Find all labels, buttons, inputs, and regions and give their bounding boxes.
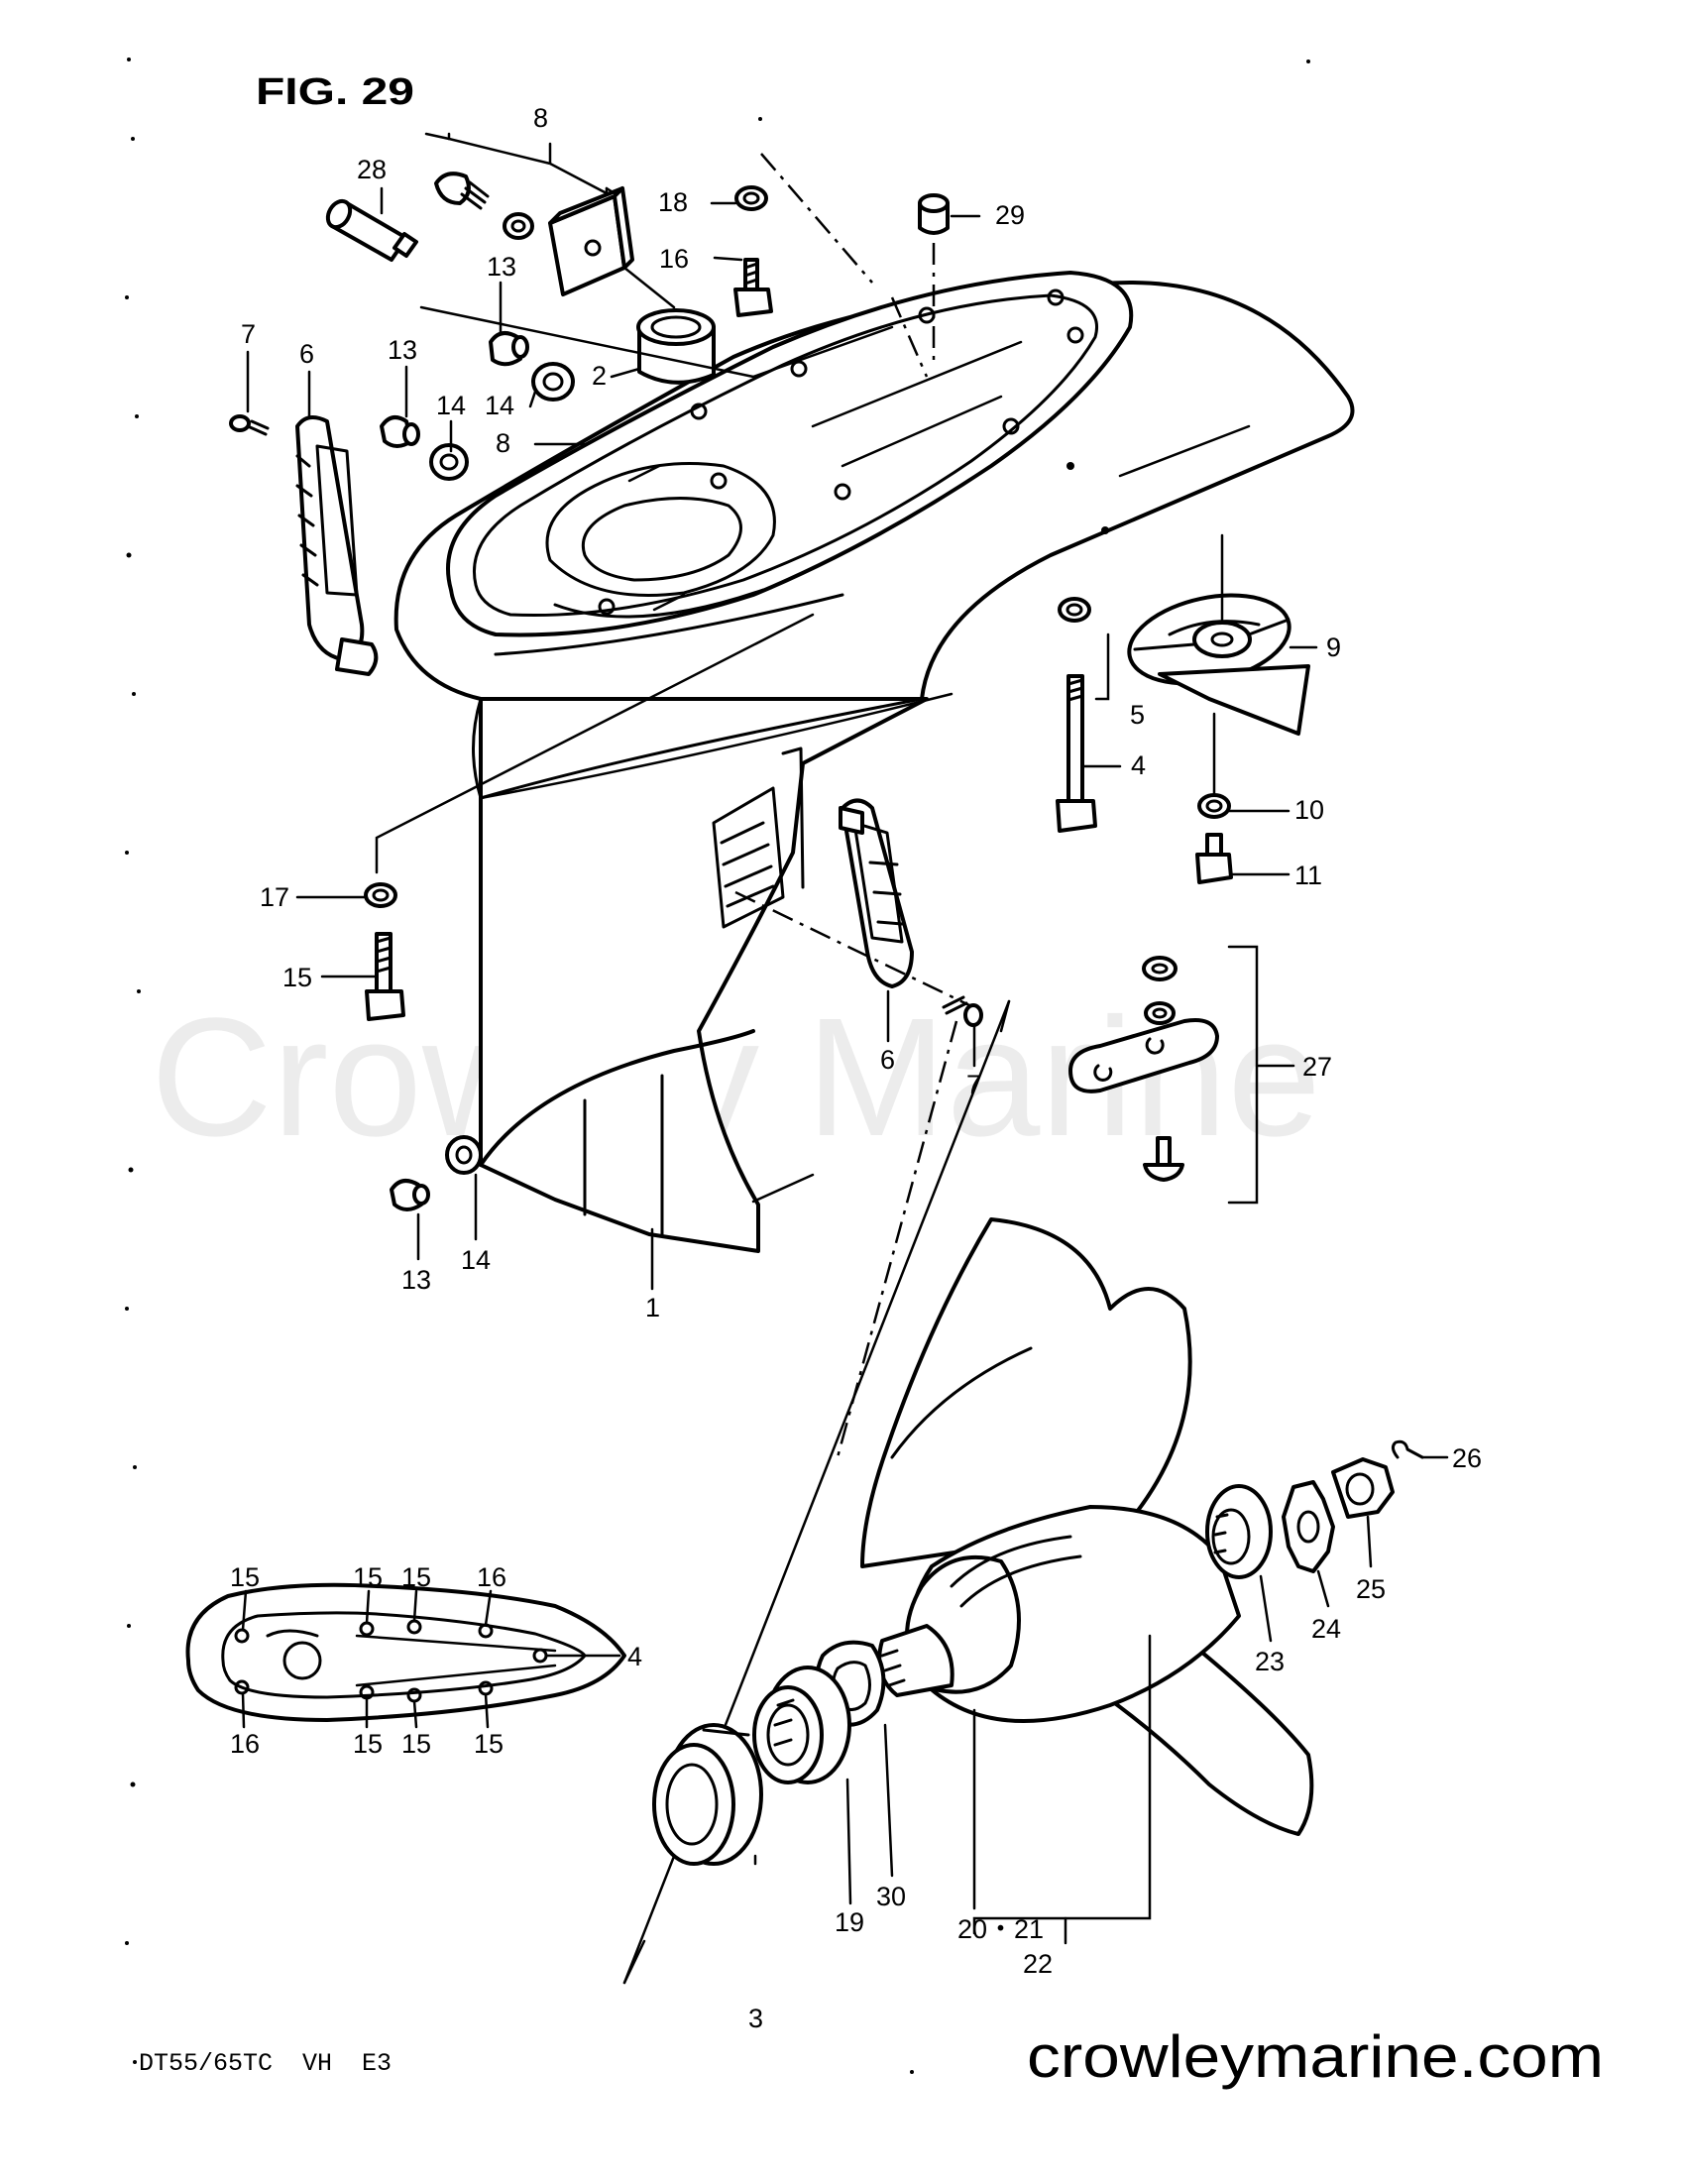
callout-7-left: 7 [241,319,256,349]
model-code: DT55/65TC VH E3 [139,2049,392,2078]
callout-27: 27 [1302,1052,1332,1082]
inset-callout-16-a: 16 [477,1562,506,1592]
pin-part-28 [325,198,418,262]
callout-leaders [246,132,1449,1945]
washer-part-10 [1197,712,1231,819]
callout-29: 29 [995,200,1025,230]
callout-3: 3 [748,2004,763,2033]
long-bolt-part-4 [1056,597,1097,833]
anode-kit-27 [1068,956,1219,1182]
callout-13-lower: 13 [401,1265,431,1295]
spline-washer-22 [877,1624,954,1697]
callout-22: 20・21 [957,1914,1044,1944]
callout-19: 19 [835,1907,864,1937]
water-inlet-cover-right [839,798,914,988]
callout-17: 17 [260,882,289,912]
callout-15-main: 15 [282,963,312,992]
collar-part-29 [918,193,950,235]
callout-14-lower: 14 [461,1245,491,1275]
stopper-23 [1205,1484,1273,1579]
callout-9: 9 [1326,632,1341,662]
callout-labels: 8 28 18 29 16 13 2 7 6 13 14 14 8 8 9 5 … [241,103,1482,2033]
callout-20-21: 22 [1023,1949,1053,1979]
washer-part-17 [364,882,397,908]
callout-4-main: 4 [1131,750,1146,780]
callout-16: 16 [659,244,689,274]
inset-callout-15-f: 15 [474,1729,504,1759]
callout-23: 23 [1255,1647,1285,1676]
callout-13-upper: 13 [487,252,516,282]
propeller-nut-25 [1331,1457,1395,1519]
assembly-dashed-lines [375,153,972,1458]
callout-13-mid: 13 [388,335,417,365]
callout-6-left: 6 [299,339,314,369]
callout-2: 2 [592,361,607,391]
site-url: crowleymarine.com [1027,2023,1604,2090]
flange-bolt-layout-inset [185,1582,626,1729]
callout-11: 11 [1294,861,1322,890]
inset-callout-15-d: 15 [353,1729,383,1759]
scan-margin-marks [125,57,1310,2074]
callout-25: 25 [1356,1574,1386,1604]
propeller-hub-20-21 [905,1505,1241,1723]
callout-1: 1 [645,1293,660,1322]
bolt-part-15 [365,932,405,1021]
inset-callout-15-e: 15 [401,1729,431,1759]
inset-callout-15-b: 15 [353,1562,383,1592]
callout-14-upper: 14 [485,391,514,420]
callout-6-right: 6 [880,1045,895,1075]
inset-callout-15-c: 15 [401,1562,431,1592]
stud-and-washer-13-14-mid [380,415,469,481]
bolt-part-11 [1195,833,1233,884]
gear-case-housing [393,271,1355,1253]
callout-10: 10 [1294,795,1324,825]
inset-callout-15-a: 15 [230,1562,260,1592]
bolt-part-16 [733,185,773,317]
callout-14-mid: 14 [436,391,466,420]
callout-7-right: 7 [966,1070,981,1099]
stud-and-washer-13-14-upper [489,331,575,402]
callout-30: 30 [876,1882,906,1911]
callout-28: 28 [357,155,387,184]
trim-tab-anode-9 [1127,533,1310,736]
housing-grille-slots [712,747,805,929]
callout-26: 26 [1452,1443,1482,1473]
stud-and-washer-13-14-lower [390,1135,483,1211]
seal-ring-3 [652,1723,763,1866]
callout-24: 24 [1311,1614,1341,1644]
driveshaft-bushing [636,308,716,385]
screw-part-7-right [942,995,983,1027]
inset-callout-labels: 15 15 15 16 4 16 15 15 15 [230,1562,642,1759]
tab-washer-24 [1282,1480,1335,1573]
water-inlet-cover-left [295,415,379,676]
inset-callout-16-b: 16 [230,1729,260,1759]
inset-callout-4: 4 [627,1642,642,1671]
thrust-holder-19 [752,1666,851,1784]
callout-12: 8 [533,103,548,133]
figure-title: FIG. 29 [256,71,414,113]
cotter-pin-26 [1391,1439,1424,1459]
callout-18: 18 [658,187,688,217]
callout-5: 5 [1130,700,1145,730]
screw-part-7-left [229,414,270,436]
callout-8-text: 8 [496,428,510,458]
